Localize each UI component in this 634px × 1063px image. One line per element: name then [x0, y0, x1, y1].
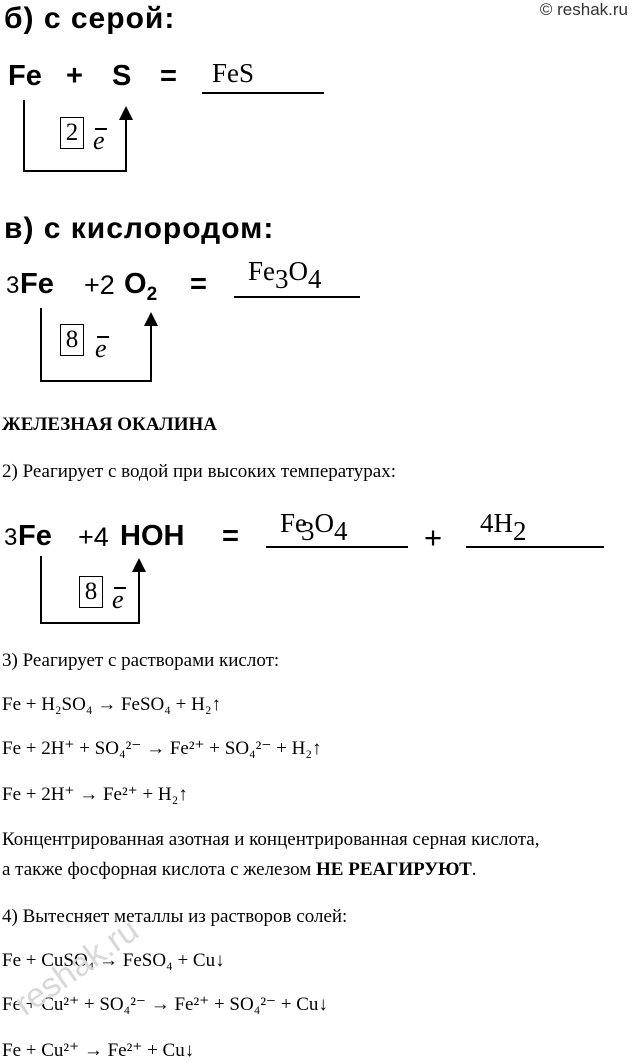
section-b-electron-symbol: e	[93, 126, 105, 155]
salt-equation-2: Fe + Cu²⁺ + SO₄²⁻ → Fe²⁺ + SO₄²⁻ + Cu↓	[2, 994, 328, 1015]
water-product1-b: O	[314, 508, 335, 538]
section-v-product: Fe3O4	[248, 256, 322, 295]
point4-text: 4) Вытесняет металлы из растворов солей:	[2, 906, 348, 927]
acid-equation-1: Fe + H₂SO₄ → FeSO₄ + H₂↑	[2, 694, 221, 715]
section-v-plus-coef2: +2	[84, 270, 115, 300]
note-line-1: Концентрированная азотная и концентриров…	[2, 829, 540, 850]
salt-equation-3: Fe + Cu²⁺ → Fe²⁺ + Cu↓	[2, 1040, 195, 1061]
note-line-2-prefix: а также фосфорная кислота с железом	[2, 859, 317, 880]
water-plus-coef2: +4	[78, 522, 109, 552]
water-product1-underline	[266, 546, 408, 548]
section-v-bracket	[40, 308, 152, 382]
salt-equation-1: Fe + CuSO₄ → FeSO₄ + Cu↓	[2, 950, 225, 971]
section-v-reactant2: O2	[124, 268, 157, 306]
point3-text: 3) Реагирует с растворами кислот:	[2, 650, 280, 671]
section-v-product-underline	[234, 296, 360, 298]
section-b-arrow-head	[119, 106, 133, 120]
section-b-product-underline	[202, 92, 324, 94]
section-b-product: FeS	[212, 58, 255, 88]
section-v-product-b: O	[288, 256, 309, 286]
section-b-equals: =	[160, 60, 177, 92]
water-bracket	[40, 556, 140, 624]
section-v-electron-symbol: e	[95, 334, 107, 363]
water-product2: 4H2	[480, 508, 527, 547]
water-electron-symbol: e	[112, 585, 124, 614]
water-product2-underline	[466, 546, 604, 548]
acid-equation-2: Fe + 2H⁺ + SO₄²⁻ → Fe²⁺ + SO₄²⁻ + H₂↑	[2, 738, 322, 759]
section-v-arrow-head	[144, 312, 158, 326]
section-v-reactant1: Fe	[20, 268, 54, 300]
note-line-2-bold: НЕ РЕАГИРУЮТ	[316, 859, 472, 880]
point2-text: 2) Реагирует с водой при высоких темпера…	[2, 461, 396, 482]
water-product2-main: 4H	[480, 508, 513, 538]
section-v-electron-count: 8	[60, 324, 84, 356]
water-electron-bar	[114, 587, 126, 589]
water-arrow-head	[132, 558, 146, 572]
water-reactant2: HOH	[120, 520, 185, 552]
copyright-label: © reshak.ru	[539, 0, 628, 19]
section-b-electron-bar	[95, 128, 107, 130]
water-electron-count: 8	[79, 576, 103, 608]
oxide-name: ЖЕЛЕЗНАЯ ОКАЛИНА	[2, 414, 217, 435]
water-product1: Fe3O4	[280, 508, 348, 547]
section-v-heading: в) с кислородом:	[4, 212, 275, 245]
section-v-product-sub1: 3	[275, 264, 289, 294]
section-v-electron-bar	[97, 336, 109, 338]
section-b-electron-count: 2	[60, 117, 84, 149]
water-equals: =	[222, 520, 239, 552]
section-b-reactant1: Fe	[8, 60, 42, 92]
section-v-equals: =	[190, 268, 207, 300]
section-v-arrow-line	[150, 324, 152, 381]
section-b-heading: б) с серой:	[4, 2, 176, 35]
acid-equation-3: Fe + 2H⁺ → Fe²⁺ + H₂↑	[2, 784, 188, 805]
section-v-reactant2-sub: 2	[146, 283, 158, 305]
note-line-2: а также фосфорная кислота с железом НЕ Р…	[2, 859, 477, 881]
section-v-product-a: Fe	[248, 256, 275, 286]
section-v-reactant2-main: O	[124, 268, 147, 300]
section-b-arrow-line	[125, 118, 127, 171]
section-v-product-sub2: 4	[308, 264, 322, 294]
water-product1-a: Fe	[280, 508, 307, 538]
water-arrow-line	[138, 570, 140, 623]
water-product1-sub2: 4	[334, 516, 348, 546]
note-line-2-suffix: .	[471, 859, 477, 880]
section-b-bracket	[23, 100, 127, 172]
water-plus: +	[424, 520, 443, 555]
section-b-plus: +	[66, 60, 83, 92]
water-product2-sub: 2	[513, 516, 527, 546]
water-reactant1: Fe	[18, 520, 52, 552]
section-b-reactant2: S	[112, 60, 132, 92]
water-coef1: 3	[4, 524, 18, 551]
section-v-coef1: 3	[6, 272, 20, 299]
water-product1-sub1: 3	[301, 516, 315, 546]
